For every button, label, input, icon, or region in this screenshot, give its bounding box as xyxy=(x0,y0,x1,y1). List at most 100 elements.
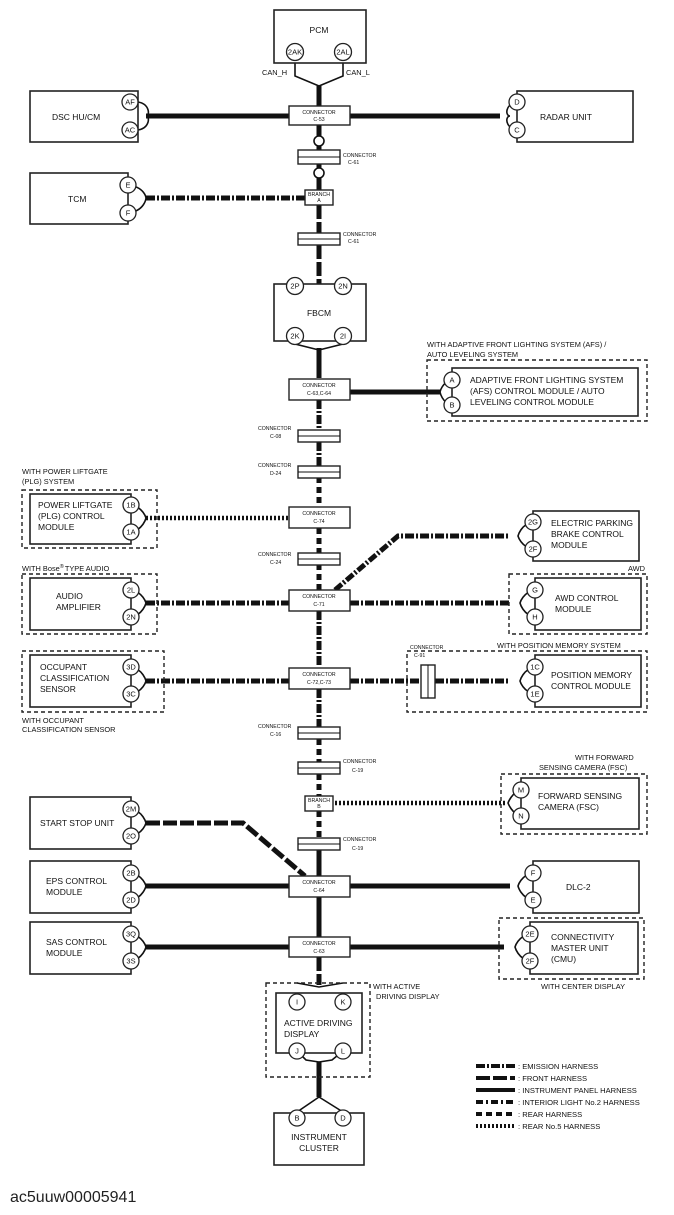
svg-text:C-16: C-16 xyxy=(270,732,281,738)
connector-d24: CONNECTOR D-24 xyxy=(258,463,341,479)
pin-radar-c: C xyxy=(514,126,520,135)
svg-text:CONNECTOR: CONNECTOR xyxy=(302,383,336,389)
epb-module: ELECTRIC PARKING BRAKE CONTROL MODULE xyxy=(532,510,640,562)
pin-eps-2d: 2D xyxy=(126,896,136,905)
svg-text:CONNECTOR: CONNECTOR xyxy=(302,110,336,116)
pm-label-2: CONTROL MODULE xyxy=(551,681,631,691)
add-label-2: DISPLAY xyxy=(284,1029,320,1039)
can-l-label: CAN_L xyxy=(346,68,370,77)
legend-rear: : REAR HARNESS xyxy=(518,1110,582,1119)
radar-unit-module: RADAR UNIT xyxy=(516,90,634,143)
pin-sas-3q: 3Q xyxy=(126,930,136,939)
pin-fbcm-2p: 2P xyxy=(290,282,299,291)
svg-text:C-61: C-61 xyxy=(348,160,359,166)
svg-text:CONNECTOR: CONNECTOR xyxy=(302,941,336,947)
plg-label-2: (PLG) CONTROL xyxy=(38,511,105,521)
pin-dsc-af: AF xyxy=(125,98,135,107)
note-ocs-2: CLASSIFICATION SENSOR xyxy=(22,725,116,734)
note-ocs-1: WITH OCCUPANT xyxy=(22,716,84,725)
awd-module: AWD CONTROL MODULE xyxy=(508,573,648,635)
connector-c53: CONNECTOR C-53 xyxy=(288,105,351,126)
svg-text:CONNECTOR: CONNECTOR xyxy=(258,426,292,432)
svg-text:CONNECTOR: CONNECTOR xyxy=(302,880,336,886)
connector-c19-upper: CONNECTOR C-19 xyxy=(297,759,377,775)
pin-ic-b: B xyxy=(294,1114,299,1123)
note-add-2: DRIVING DISPLAY xyxy=(376,992,440,1001)
ic-label-2: CLUSTER xyxy=(299,1143,339,1153)
svg-text:C-08: C-08 xyxy=(270,434,281,440)
connector-c24: CONNECTOR C-24 xyxy=(258,552,341,566)
pin-radar-d: D xyxy=(514,98,520,107)
pin-dlc-e: E xyxy=(530,896,535,905)
legend-front: : FRONT HARNESS xyxy=(518,1074,587,1083)
pin-fbcm-2n: 2N xyxy=(338,282,348,291)
svg-text:C-72,C-73: C-72,C-73 xyxy=(307,680,331,686)
wiring-diagram: .h-em { stroke:#111; stroke-width:5; fil… xyxy=(21,9,648,1166)
legend-instrument-panel: : INSTRUMENT PANEL HARNESS xyxy=(518,1086,637,1095)
svg-text:C-19: C-19 xyxy=(352,846,363,852)
sas-label-1: SAS CONTROL xyxy=(46,937,107,947)
connector-c74: CONNECTOR C-74 xyxy=(288,506,351,529)
epb-label-3: MODULE xyxy=(551,540,588,550)
pin-afs-b: B xyxy=(449,401,454,410)
connector-c63-c64: CONNECTOR C-63,C-64 xyxy=(288,378,351,401)
svg-text:CONNECTOR: CONNECTOR xyxy=(343,759,377,765)
epb-label-1: ELECTRIC PARKING xyxy=(551,518,633,528)
pin-plg-1b: 1B xyxy=(126,501,135,510)
pin-fsc-m: M xyxy=(518,786,524,795)
branch-lines xyxy=(146,113,510,950)
pin-cmu-2e: 2E xyxy=(525,930,534,939)
pin-dlc-f: F xyxy=(531,869,536,878)
connector-c61-upper: CONNECTOR C-61 xyxy=(297,135,377,179)
fsc-label-2: CAMERA (FSC) xyxy=(538,802,599,812)
eps-control-module: EPS CONTROL MODULE xyxy=(29,860,132,914)
pin-audio-2l: 2L xyxy=(127,586,135,595)
pin-add-j: J xyxy=(295,1047,299,1056)
pin-ocs-3c: 3C xyxy=(126,690,136,699)
svg-text:CONNECTOR: CONNECTOR xyxy=(258,463,292,469)
pin-plg-1a: 1A xyxy=(126,528,135,537)
pin-awd-h: H xyxy=(532,613,537,622)
tcm-module: TCM xyxy=(29,172,129,225)
pin-cmu-2f: 2F xyxy=(526,957,535,966)
pin-add-i: I xyxy=(296,998,298,1007)
svg-text:CONNECTOR: CONNECTOR xyxy=(302,672,336,678)
ocs-label-3: SENSOR xyxy=(40,684,76,694)
note-cmu: WITH CENTER DISPLAY xyxy=(541,982,625,991)
pin-afs-a: A xyxy=(449,376,454,385)
svg-text:CONNECTOR: CONNECTOR xyxy=(343,153,377,159)
svg-text:C-91: C-91 xyxy=(414,653,425,659)
svg-text:C-74: C-74 xyxy=(313,519,324,525)
start-stop-unit-module: START STOP UNIT xyxy=(29,796,132,850)
dlc-label: DLC-2 xyxy=(566,882,591,892)
pin-epb-2g: 2G xyxy=(528,518,538,527)
svg-text:C-53: C-53 xyxy=(313,117,324,123)
audio-amplifier-module: AUDIO AMPLIFIER xyxy=(21,573,158,635)
legend-emission: : EMISSION HARNESS xyxy=(518,1062,598,1071)
svg-text:CONNECTOR: CONNECTOR xyxy=(410,645,444,651)
position-memory-module: POSITION MEMORY CONTROL MODULE xyxy=(406,650,648,713)
pin-pcm-2ak: 2AK xyxy=(288,48,302,57)
pin-sas-3s: 3S xyxy=(126,957,135,966)
svg-text:BRANCH: BRANCH xyxy=(308,798,330,804)
afs-label-1: ADAPTIVE FRONT LIGHTING SYSTEM xyxy=(470,375,623,385)
connector-c16: CONNECTOR C-16 xyxy=(258,724,341,740)
connectors: CONNECTOR C-53 CONNECTOR C-61 BRANCH A C… xyxy=(258,105,444,958)
pin-pm-1e: 1E xyxy=(530,690,539,699)
connector-c64: CONNECTOR C-64 xyxy=(288,875,351,898)
connector-c72-c73: CONNECTOR C-72,C-73 xyxy=(288,667,351,690)
eps-label-2: MODULE xyxy=(46,887,83,897)
cmu-label-1: CONNECTIVITY xyxy=(551,932,615,942)
fsc-label-1: FORWARD SENSING xyxy=(538,791,622,801)
svg-text:B: B xyxy=(317,804,321,810)
legend-rear-no5: : REAR No.5 HARNESS xyxy=(518,1122,600,1131)
pin-add-k: K xyxy=(340,998,345,1007)
note-bose: WITH Bose®TYPE AUDIO xyxy=(22,563,109,573)
connector-c91: CONNECTOR C-91 xyxy=(410,645,444,699)
plg-label-3: MODULE xyxy=(38,522,75,532)
pin-awd-g: G xyxy=(532,586,538,595)
note-pm: WITH POSITION MEMORY SYSTEM xyxy=(497,641,621,650)
awd-label-2: MODULE xyxy=(555,604,592,614)
pin-ocs-3d: 3D xyxy=(126,663,136,672)
cmu-label-2: MASTER UNIT xyxy=(551,943,609,953)
